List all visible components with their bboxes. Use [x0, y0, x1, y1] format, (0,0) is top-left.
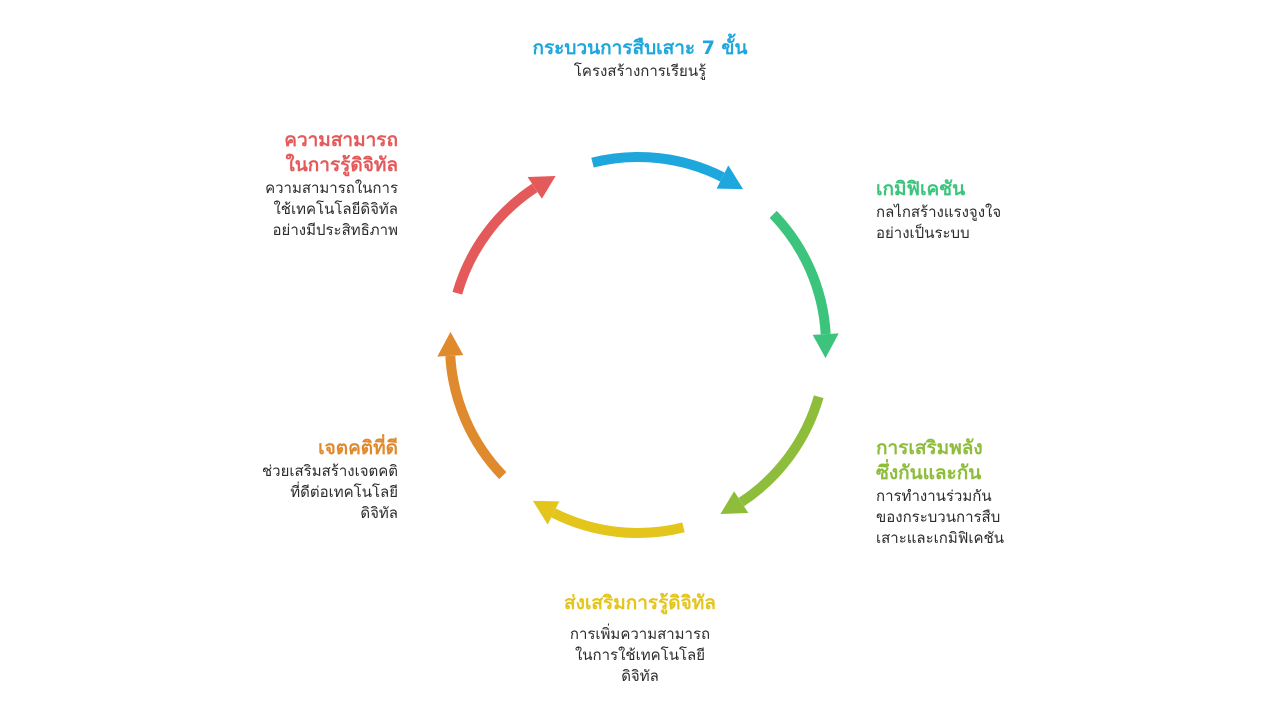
arrow-top [591, 152, 744, 190]
step-digital-literacy: ส่งเสริมการรู้ดิจิทัล การเพิ่มความสามารถ… [490, 591, 790, 687]
step-description: การเพิ่มความสามารถ ในการใช้เทคโนโลยี ดิจ… [569, 625, 711, 685]
step-gamification: เกมิฟิเคชัน กลไกสร้างแรงจูงใจ อย่างเป็นร… [876, 177, 1076, 244]
step-description: การทำงานร่วมกัน ของกระบวนการสืบ เสาะและเ… [876, 487, 1004, 547]
step-digital-competence: ความสามารถ ในการรู้ดิจิทัล ความสามารถในก… [190, 128, 398, 241]
step-description: ช่วยเสริมสร้างเจตคติ ที่ดีต่อเทคโนโลยี ด… [261, 462, 398, 522]
arrow-shaft [551, 508, 685, 538]
diagram-header: กระบวนการสืบเสาะ 7 ขั้น โครงสร้างการเรีย… [440, 36, 840, 82]
step-description: ความสามารถในการ ใช้เทคโนโลยีดิจิทัล อย่า… [265, 179, 398, 239]
arrow-shaft [769, 210, 831, 335]
arrow-attitude [437, 331, 507, 480]
arrow-gamification [769, 210, 839, 359]
diagram-title: กระบวนการสืบเสาะ 7 ขั้น [532, 37, 748, 59]
step-title: เกมิฟิเคชัน [876, 178, 966, 200]
step-title: ส่งเสริมการรู้ดิจิทัล [564, 592, 716, 614]
step-description: กลไกสร้างแรงจูงใจ อย่างเป็นระบบ [876, 203, 1002, 242]
arrow-shaft [445, 355, 507, 480]
arrow-head [527, 176, 556, 199]
step-title: เจตคติที่ดี [318, 437, 398, 459]
arrow-shaft [591, 152, 725, 182]
arrow-head [437, 331, 464, 357]
arrow-head [532, 500, 560, 525]
arrow-competence [452, 176, 556, 295]
arrow-shaft [738, 395, 824, 507]
step-title: ความสามารถ ในการรู้ดิจิทัล [284, 129, 398, 176]
arrow-literacy [532, 500, 685, 538]
step-synergy: การเสริมพลัง ซึ่งกันและกัน การทำงานร่วมก… [876, 436, 1076, 549]
arrow-shaft [452, 183, 538, 295]
step-title: การเสริมพลัง ซึ่งกันและกัน [876, 437, 983, 484]
arrow-synergy [720, 395, 824, 514]
arrow-head [716, 165, 744, 190]
arrow-head [720, 491, 749, 514]
diagram-subtitle: โครงสร้างการเรียนรู้ [573, 62, 707, 80]
step-attitude: เจตคติที่ดี ช่วยเสริมสร้างเจตคติ ที่ดีต่… [190, 436, 398, 524]
arrow-head [812, 333, 839, 359]
